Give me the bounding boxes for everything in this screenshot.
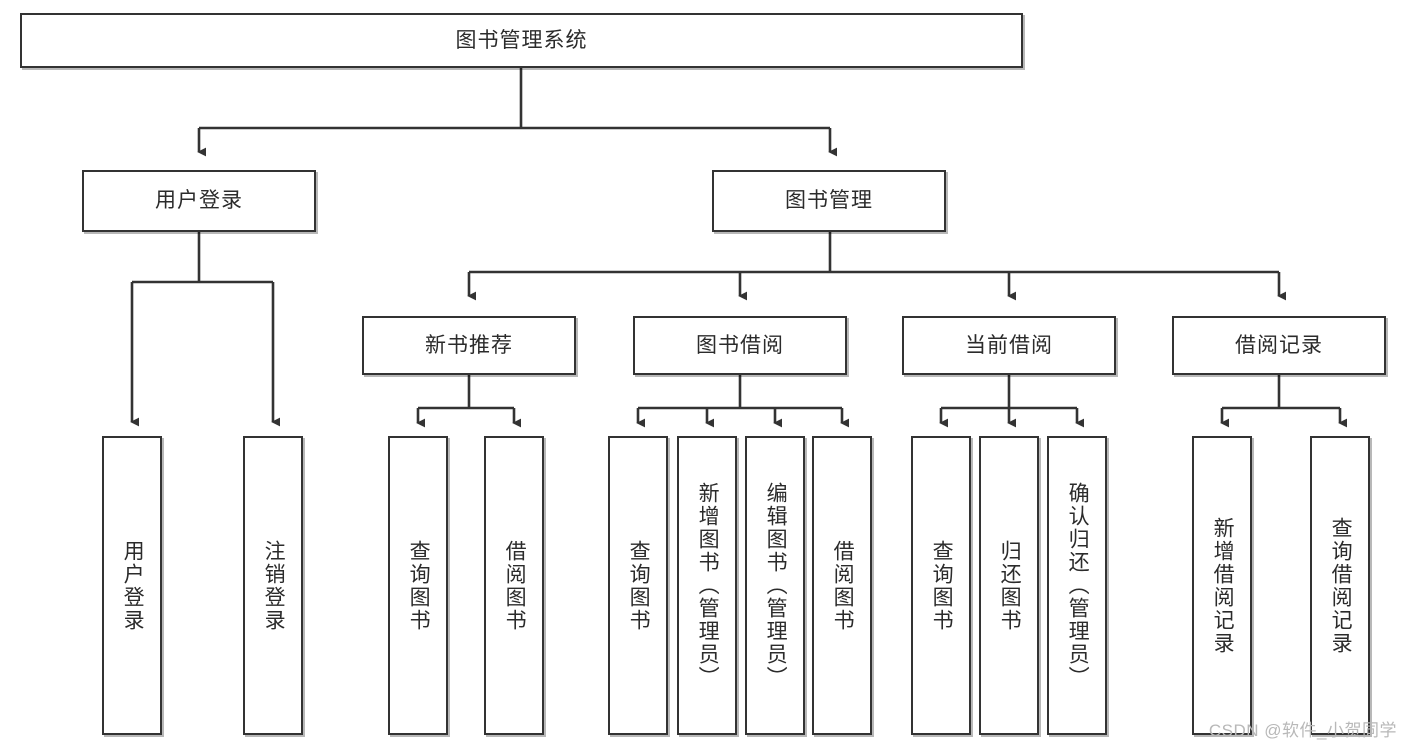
node-label: 确认归还（管理员） — [1066, 482, 1090, 689]
node-label: 图书管理系统 — [455, 28, 588, 52]
leaf-user-login-login[interactable]: 用户登录 — [102, 436, 162, 735]
leaf-current-return-book[interactable]: 归还图书 — [979, 436, 1039, 735]
leaf-borrow-add-book-admin[interactable]: 新增图书（管理员） — [677, 436, 737, 735]
node-label: 用户登录 — [155, 189, 243, 213]
node-label: 查询图书 — [930, 539, 954, 632]
leaf-current-query-book[interactable]: 查询图书 — [911, 436, 971, 735]
node-label: 用户登录 — [121, 539, 145, 632]
node-label: 查询借阅记录 — [1329, 516, 1353, 655]
node-book-management[interactable]: 图书管理 — [712, 170, 946, 232]
node-root-book-management-system[interactable]: 图书管理系统 — [20, 13, 1023, 68]
node-user-login[interactable]: 用户登录 — [82, 170, 316, 232]
node-label: 新书推荐 — [425, 333, 513, 357]
node-label: 注销登录 — [262, 539, 286, 632]
leaf-borrow-query-book[interactable]: 查询图书 — [608, 436, 668, 735]
node-label: 新增借阅记录 — [1211, 516, 1235, 655]
leaf-recommend-borrow-book[interactable]: 借阅图书 — [484, 436, 544, 735]
node-label: 查询图书 — [407, 539, 431, 632]
leaf-recommend-query-book[interactable]: 查询图书 — [388, 436, 448, 735]
leaf-record-add-borrow-record[interactable]: 新增借阅记录 — [1192, 436, 1252, 735]
node-label: 编辑图书（管理员） — [764, 482, 788, 689]
node-borrow-record[interactable]: 借阅记录 — [1172, 316, 1386, 375]
leaf-borrow-edit-book-admin[interactable]: 编辑图书（管理员） — [745, 436, 805, 735]
node-label: 借阅图书 — [503, 539, 527, 632]
node-new-book-recommend[interactable]: 新书推荐 — [362, 316, 576, 375]
leaf-current-confirm-return-admin[interactable]: 确认归还（管理员） — [1047, 436, 1107, 735]
leaf-user-login-logout[interactable]: 注销登录 — [243, 436, 303, 735]
node-label: 归还图书 — [998, 539, 1022, 632]
node-book-borrow[interactable]: 图书借阅 — [633, 316, 847, 375]
node-label: 借阅图书 — [831, 539, 855, 632]
node-label: 图书借阅 — [696, 333, 784, 357]
node-label: 查询图书 — [627, 539, 651, 632]
node-label: 当前借阅 — [965, 333, 1053, 357]
node-label: 借阅记录 — [1235, 333, 1323, 357]
leaf-borrow-borrow-book[interactable]: 借阅图书 — [812, 436, 872, 735]
node-current-borrow[interactable]: 当前借阅 — [902, 316, 1116, 375]
node-label: 新增图书（管理员） — [696, 482, 720, 689]
leaf-record-query-borrow-record[interactable]: 查询借阅记录 — [1310, 436, 1370, 735]
node-label: 图书管理 — [785, 189, 873, 213]
csdn-watermark: CSDN @软件_小贺同学 — [1208, 721, 1397, 740]
